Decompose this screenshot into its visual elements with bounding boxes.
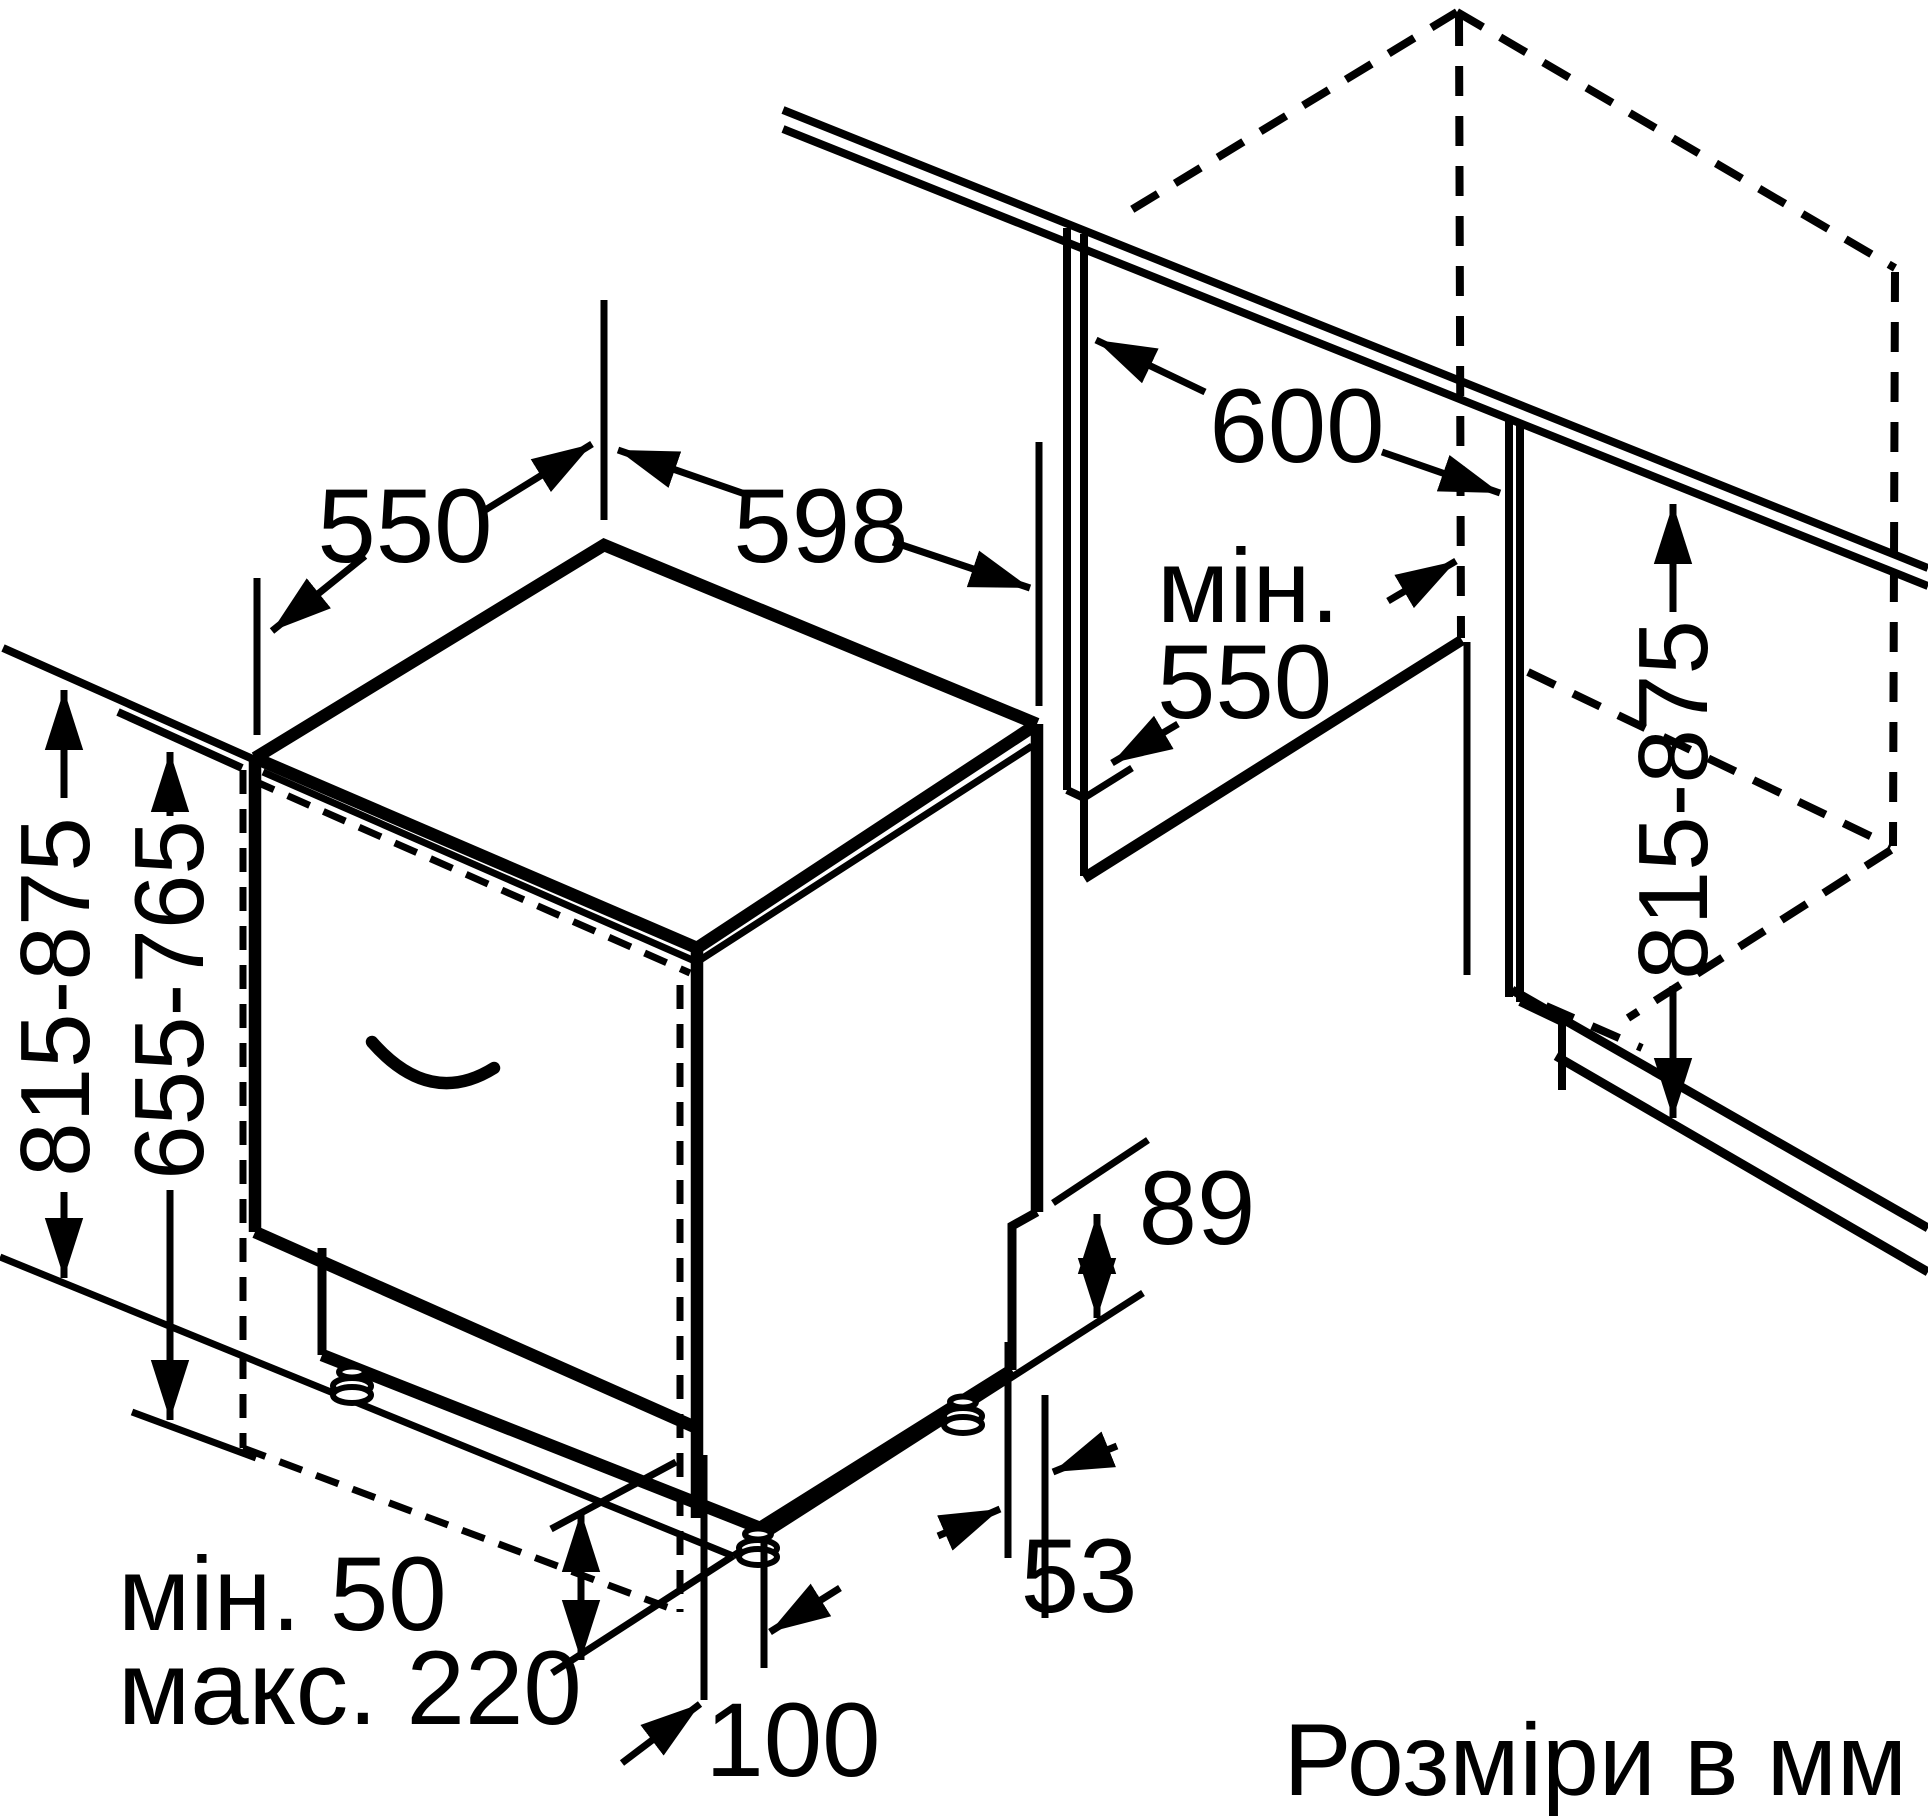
countertop-left-top-edge: [1, 644, 257, 764]
niche-floor-rear-edge: [1526, 668, 1893, 850]
dim-600-arrow-left: [1094, 336, 1207, 396]
niche-partition: [1063, 228, 1465, 883]
niche-floor-front-edge: [1544, 1002, 1644, 1052]
dim-rear-offset-label: 53: [1021, 1518, 1138, 1635]
dim-niche-depth-min-label-line2: 550: [1157, 624, 1332, 741]
countertop-left: [1, 644, 257, 772]
countertop-right-top-edge: [781, 106, 1928, 572]
niche-rear-left-vertical: [1455, 15, 1465, 639]
dimension-witness-lines: [130, 300, 1150, 1700]
dim-rear-step-label: 89: [1139, 1150, 1256, 1267]
dim-600-arrow-right: [1380, 448, 1502, 497]
niche-rear-right-vertical: [1889, 271, 1899, 847]
dim-598-arrow-left: [616, 446, 747, 498]
cabinet-floor-line: [1553, 1052, 1928, 1276]
dim-550-arrow-left: [269, 553, 368, 634]
front-left-foot: [333, 1367, 371, 1404]
dim-53-arrow-right: [1051, 1431, 1119, 1476]
dim-550-arrow-right: [480, 441, 594, 515]
door-handle-icon: [365, 1035, 501, 1090]
dim-top-width-label: 598: [733, 468, 908, 585]
door-bottom-edge: [252, 1226, 700, 1434]
top-face-right-edge: [693, 718, 1041, 954]
top-face-front-edge: [252, 752, 700, 954]
dim-598-arrow-right: [891, 538, 1032, 592]
niche-top-left-edge: [1115, 8, 1460, 222]
door-dashed-outline: [239, 770, 692, 1616]
dim-niche-width-label: 600: [1209, 368, 1384, 485]
dim-min550-arrow-right: [1386, 557, 1458, 609]
cabinet-plinth-line: [1509, 986, 1928, 1232]
dim-min550-arrow-left: [1110, 715, 1180, 767]
step-top-extension-line: [1051, 1137, 1150, 1206]
dim-plinth-max-label: макс. 220: [118, 1630, 582, 1747]
dim-100-arrow-left: [619, 1701, 703, 1766]
dim-top-depth-label: 550: [317, 468, 492, 585]
base-bottom-front-edge: [319, 1349, 763, 1534]
rear-base-step: [1007, 1208, 1040, 1370]
dim-100-arrow-right: [768, 1583, 842, 1635]
rear-foot: [944, 1397, 982, 1434]
dim-plinth-min-label: мін. 50: [118, 1536, 447, 1653]
dim-door-height-label: 655-765: [114, 820, 224, 1180]
niche-floor-left-edge: [1081, 635, 1465, 883]
countertop-right: [781, 106, 1928, 590]
countertop-right-bottom-edge: [781, 125, 1928, 590]
dimension-arrows: [44, 336, 1693, 1766]
dim-left-height-label: 815-875: [0, 817, 110, 1177]
top-face-rear-edges: [251, 538, 1040, 764]
floor-front-edge: [0, 1253, 735, 1560]
dishwasher: [239, 538, 1044, 1616]
units-note: Розміри в мм: [1283, 1703, 1907, 1817]
dim-niche-depth-min-label-line1: мін.: [1157, 528, 1340, 645]
door-panel-top-dashed: [250, 776, 692, 977]
niche-top-rear-edge: [1454, 8, 1898, 272]
dim-53-arrow-left: [936, 1505, 1002, 1551]
countertop-left-bottom-edge: [116, 708, 244, 772]
floor-right-edge: [731, 1290, 1145, 1559]
partition-bottom-tip: [1065, 786, 1086, 802]
partition-bottom-receding-stub: [1082, 765, 1134, 801]
dim-front-offset-label: 100: [705, 1682, 880, 1799]
front-right-foot: [739, 1529, 777, 1566]
right-cabinet: [1463, 418, 1928, 1276]
dim-right-height-label: 815-875: [1618, 620, 1728, 980]
dimension-labels: 550 598 600 мін. 550 815-875 655-765 815…: [0, 368, 1728, 1799]
